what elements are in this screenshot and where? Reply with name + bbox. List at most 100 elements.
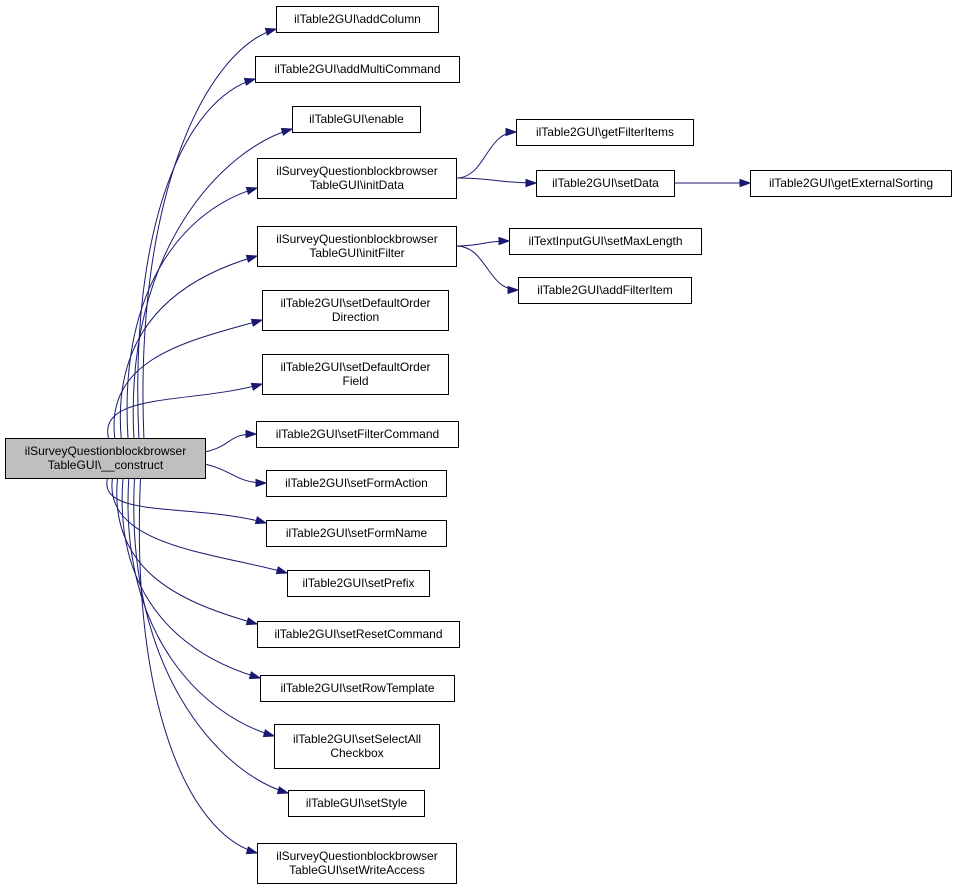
edge-construct-to-enable	[132, 127, 294, 439]
node-setWriteAccess[interactable]: ilSurveyQuestionblockbrowserTableGUI\set…	[257, 843, 457, 884]
edge-construct-to-addMultiCommand	[137, 77, 257, 439]
node-label: ilTable2GUI\setPrefix	[302, 576, 414, 590]
node-setStyle[interactable]: ilTableGUI\setStyle	[288, 790, 425, 817]
node-initData[interactable]: ilSurveyQuestionblockbrowserTableGUI\ini…	[257, 158, 457, 199]
edge-setData-to-getExternalSorting	[674, 178, 752, 188]
node-enable[interactable]: ilTableGUI\enable	[292, 106, 421, 133]
node-box	[262, 290, 449, 331]
node-setFormAction[interactable]: ilTable2GUI\setFormAction	[266, 470, 447, 497]
node-setRowTemplate[interactable]: ilTable2GUI\setRowTemplate	[260, 675, 455, 702]
edge-initData-to-setData	[455, 177, 538, 188]
nodes-layer: ilSurveyQuestionblockbrowserTableGUI\__c…	[5, 6, 952, 884]
node-label: ilTable2GUI\setResetCommand	[274, 627, 442, 641]
node-label: ilTable2GUI\setDefaultOrder	[280, 360, 430, 374]
node-label: ilSurveyQuestionblockbrowser	[276, 849, 437, 863]
edge-construct-to-setPrefix	[111, 477, 289, 575]
node-initFilter[interactable]: ilSurveyQuestionblockbrowserTableGUI\ini…	[257, 226, 457, 267]
node-box	[287, 570, 430, 597]
edge-arrowhead	[243, 77, 257, 86]
edge-arrowhead	[739, 178, 752, 188]
edge-line	[116, 477, 258, 625]
edge-line	[107, 383, 263, 439]
node-label: ilTable2GUI\setFormName	[286, 526, 428, 540]
edge-line	[455, 245, 519, 291]
edge-arrowhead	[264, 27, 278, 36]
edge-arrowhead	[255, 478, 268, 488]
node-box	[257, 843, 457, 884]
edge-arrowhead	[248, 671, 262, 680]
edge-construct-to-setDefaultOrderField	[107, 382, 264, 439]
node-label: ilSurveyQuestionblockbrowser	[276, 232, 437, 246]
edge-line	[113, 319, 263, 439]
node-box	[274, 724, 440, 769]
node-box	[536, 170, 675, 197]
node-label: TableGUI\setWriteAccess	[289, 863, 425, 877]
node-label: TableGUI\initData	[310, 178, 404, 192]
node-label: ilTable2GUI\setRowTemplate	[280, 681, 434, 695]
edge-arrowhead	[245, 846, 259, 855]
edge-line	[142, 28, 277, 439]
edge-construct-to-setSelectAllCheckbox	[127, 477, 276, 738]
edge-construct-to-setStyle	[133, 477, 290, 795]
edge-line	[127, 477, 275, 737]
edge-arrowhead	[525, 178, 538, 188]
edge-initData-to-getFilterItems	[455, 127, 518, 179]
node-label: TableGUI\__construct	[48, 458, 164, 472]
edge-arrowhead	[507, 285, 520, 295]
node-label: ilTable2GUI\getFilterItems	[536, 125, 674, 139]
node-box	[257, 158, 457, 199]
node-box	[255, 56, 460, 83]
node-addColumn[interactable]: ilTable2GUI\addColumn	[276, 6, 439, 33]
edge-arrowhead	[498, 236, 511, 246]
edge-construct-to-setFormAction	[204, 463, 268, 488]
node-label: ilTable2GUI\setFilterCommand	[276, 427, 439, 441]
edge-construct-to-setRowTemplate	[121, 477, 262, 680]
edge-arrowhead	[245, 186, 259, 195]
node-box	[266, 520, 447, 547]
edge-construct-to-setDefaultOrderDirection	[113, 318, 264, 439]
node-box	[256, 421, 459, 448]
node-label: ilSurveyQuestionblockbrowser	[25, 444, 186, 458]
node-setResetCommand[interactable]: ilTable2GUI\setResetCommand	[257, 621, 460, 648]
node-construct[interactable]: ilSurveyQuestionblockbrowserTableGUI\__c…	[5, 438, 206, 479]
edge-arrowhead	[245, 254, 259, 263]
edge-line	[455, 131, 517, 179]
edge-initFilter-to-setMaxLength	[455, 236, 511, 247]
node-setPrefix[interactable]: ilTable2GUI\setPrefix	[287, 570, 430, 597]
node-label: Checkbox	[330, 746, 383, 760]
node-box	[257, 621, 460, 648]
node-setMaxLength[interactable]: ilTextInputGUI\setMaxLength	[509, 228, 702, 255]
node-box	[266, 470, 447, 497]
node-label: ilTable2GUI\setSelectAll	[293, 732, 421, 746]
node-label: ilTable2GUI\addColumn	[294, 12, 421, 26]
node-getExternalSorting[interactable]: ilTable2GUI\getExternalSorting	[750, 170, 952, 197]
edge-line	[119, 255, 258, 439]
node-label: ilTable2GUI\getExternalSorting	[769, 176, 933, 190]
node-label: ilTable2GUI\setDefaultOrder	[280, 296, 430, 310]
edge-arrowhead	[280, 127, 294, 136]
node-setFormName[interactable]: ilTable2GUI\setFormName	[266, 520, 447, 547]
edge-line	[121, 477, 261, 679]
edge-arrowhead	[505, 127, 518, 137]
node-box	[260, 675, 455, 702]
edge-construct-to-setResetCommand	[116, 477, 259, 626]
node-label: ilTable2GUI\addMultiCommand	[274, 62, 440, 76]
node-label: ilTable2GUI\setFormAction	[285, 476, 428, 490]
node-getFilterItems[interactable]: ilTable2GUI\getFilterItems	[516, 119, 694, 146]
edge-construct-to-addColumn	[142, 27, 278, 439]
node-label: ilTable2GUI\setData	[552, 176, 659, 190]
node-addMultiCommand[interactable]: ilTable2GUI\addMultiCommand	[255, 56, 460, 83]
node-label: TableGUI\initFilter	[309, 246, 404, 260]
node-addFilterItem[interactable]: ilTable2GUI\addFilterItem	[518, 277, 692, 304]
node-box	[292, 106, 421, 133]
edge-arrowhead	[245, 429, 258, 439]
edge-construct-to-initFilter	[119, 254, 259, 439]
node-label: Direction	[332, 310, 379, 324]
node-setFilterCommand[interactable]: ilTable2GUI\setFilterCommand	[256, 421, 459, 448]
node-box	[5, 438, 206, 479]
node-setData[interactable]: ilTable2GUI\setData	[536, 170, 675, 197]
